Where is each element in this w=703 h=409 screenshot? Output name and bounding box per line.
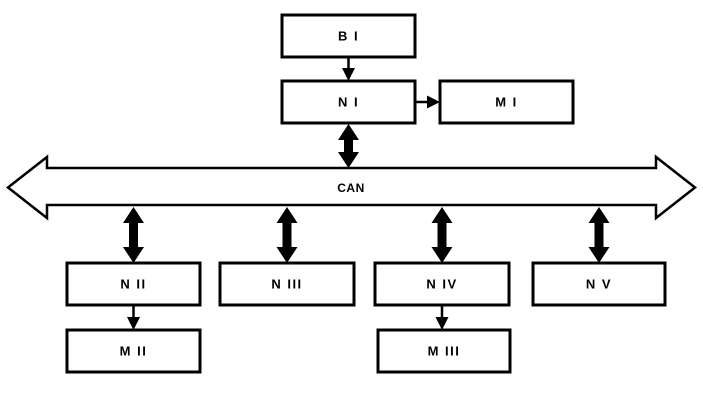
connector-n4-to-m3 <box>435 305 449 330</box>
connector-bus-to-n2 <box>123 207 144 263</box>
node-label-m3: M III <box>428 343 461 358</box>
connector-n1-to-bus <box>338 124 359 168</box>
node-label-n4: N IV <box>426 276 457 291</box>
node-label-m1: M I <box>495 94 518 109</box>
node-box-m1[interactable]: M I <box>438 79 575 125</box>
node-box-b1[interactable]: B I <box>280 13 417 59</box>
node-label-m2: M II <box>120 343 148 358</box>
connector-bus-to-n3 <box>276 207 298 263</box>
node-box-n2[interactable]: N II <box>65 261 202 307</box>
node-label-n5: N V <box>586 276 612 291</box>
connector-b1-to-n1 <box>342 57 355 81</box>
node-box-m3[interactable]: M III <box>376 328 512 374</box>
node-box-n1[interactable]: N I <box>280 79 417 125</box>
node-box-n3[interactable]: N III <box>218 261 356 307</box>
can-bus-label: CAN <box>337 181 365 195</box>
can-bus: CAN <box>5 154 698 221</box>
node-label-n1: N I <box>338 94 359 109</box>
connector-n1-to-m1 <box>415 95 440 109</box>
connector-n2-to-m2 <box>127 305 140 330</box>
node-box-n4[interactable]: N IV <box>373 261 511 307</box>
node-label-n3: N III <box>271 276 302 291</box>
node-box-n5[interactable]: N V <box>531 261 667 307</box>
connector-bus-to-n5 <box>588 207 610 263</box>
connector-bus-to-n4 <box>431 207 453 263</box>
node-label-n2: N II <box>120 276 146 291</box>
node-label-b1: B I <box>338 28 359 43</box>
node-box-m2[interactable]: M II <box>65 328 202 374</box>
